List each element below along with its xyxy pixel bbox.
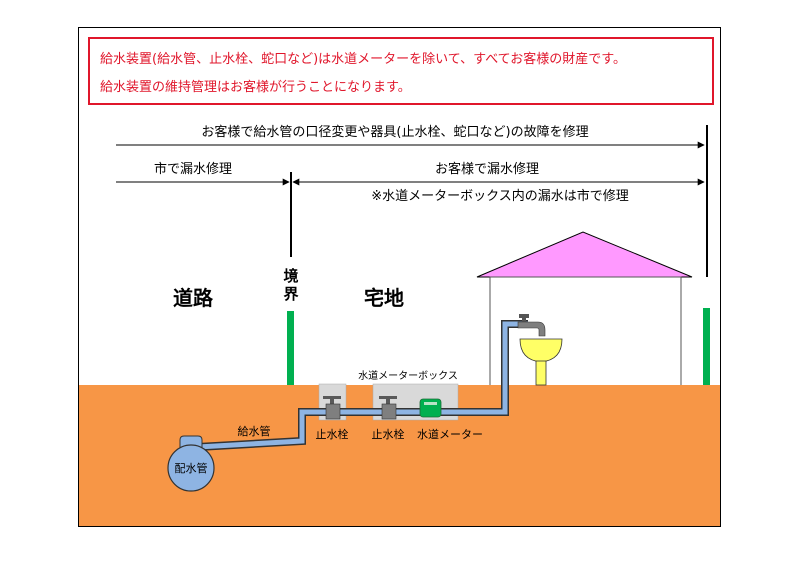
boundary-post <box>287 311 294 385</box>
stop-valve-2 <box>379 396 397 420</box>
top-span-label: お客様で給水管の口径変更や器具(止水栓、蛇口など)の故障を修理 <box>201 124 588 140</box>
house-walls <box>489 276 682 385</box>
basin-stand <box>535 360 547 386</box>
faucet-icon <box>517 314 546 337</box>
road-label: 道路 <box>173 286 214 310</box>
stop-valve-1-label: 止水栓 <box>316 427 349 441</box>
water-meter-label: 水道メーター <box>417 427 483 441</box>
notice-line-2: 給水装置の維持管理はお客様が行うことになります。 <box>100 80 411 95</box>
service-pipe-label: 給水管 <box>238 424 271 438</box>
distribution-main-label: 配水管 <box>175 461 208 475</box>
boundary-label-2: 界 <box>283 285 298 303</box>
customer-repair-label: お客様で漏水修理 <box>435 161 539 177</box>
water-meter-dial <box>424 402 437 405</box>
meter-box-label: 水道メーターボックス <box>358 369 458 382</box>
residence-label: 宅地 <box>364 286 404 310</box>
house-roof <box>476 231 693 278</box>
city-repair-label: 市で漏水修理 <box>154 161 232 177</box>
notice-box: 給水装置(給水管、止水栓、蛇口など)は水道メーターを除いて、すべてお客様の財産で… <box>88 37 714 105</box>
stop-valve-2-label: 止水栓 <box>372 427 405 441</box>
boundary-label-1: 境 <box>283 267 298 285</box>
property-post <box>703 308 710 385</box>
distribution-main <box>167 444 215 492</box>
stop-valve-1 <box>323 396 341 420</box>
wash-basin <box>519 338 563 363</box>
service-pipe <box>197 321 528 450</box>
water-meter <box>419 398 442 418</box>
notice-line-1: 給水装置(給水管、止水栓、蛇口など)は水道メーターを除いて、すべてお客様の財産で… <box>100 52 626 67</box>
meter-box-note: ※水道メーターボックス内の漏水は市で修理 <box>371 188 629 204</box>
